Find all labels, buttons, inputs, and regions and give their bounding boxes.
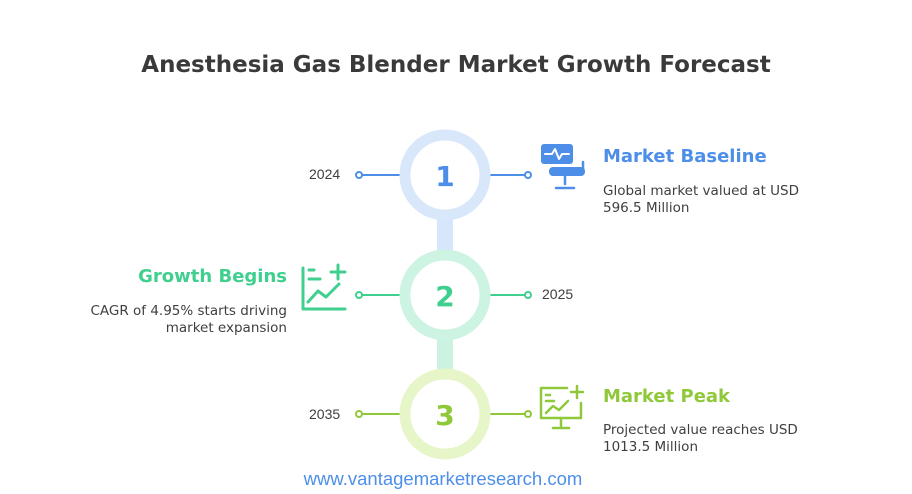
step1-desc-line1: Global market valued at USD <box>603 183 799 199</box>
step2-description: CAGR of 4.95% starts driving market expa… <box>40 303 287 337</box>
step2-right-dot <box>524 291 532 299</box>
step3-left-dot <box>355 410 363 418</box>
connector-1-2 <box>437 214 453 258</box>
step1-year: 2024 <box>309 166 341 182</box>
step2-left-dot <box>355 291 363 299</box>
step1-desc-line2: 596.5 Million <box>603 200 690 216</box>
monitor-chair-icon <box>541 144 585 190</box>
step3-ring <box>399 368 491 460</box>
step3-number: 3 <box>435 399 454 432</box>
monitor-chart-plus-icon <box>539 384 585 430</box>
step2-ring <box>399 249 491 341</box>
step1-description: Global market valued at USD 596.5 Millio… <box>603 183 799 217</box>
step1-ring <box>399 129 491 221</box>
step2-year: 2025 <box>542 286 574 302</box>
step3-description: Projected value reaches USD 1013.5 Milli… <box>603 422 798 456</box>
step2-heading: Growth Begins <box>138 266 287 287</box>
step1-left-dot <box>355 171 363 179</box>
step3-desc-line2: 1013.5 Million <box>603 439 698 455</box>
step3-year: 2035 <box>309 406 341 422</box>
step3-desc-line1: Projected value reaches USD <box>603 422 798 438</box>
footer-url[interactable]: www.vantagemarketresearch.com <box>303 468 583 489</box>
step3-heading: Market Peak <box>603 386 731 407</box>
step1-heading: Market Baseline <box>603 146 767 167</box>
step1-number: 1 <box>435 160 454 193</box>
step2-desc-line2: market expansion <box>165 320 287 336</box>
connector-2-3 <box>437 334 453 378</box>
step2-number: 2 <box>435 280 454 313</box>
chart-plus-icon <box>301 263 347 311</box>
step3-right-dot <box>524 410 532 418</box>
step2-desc-line1: CAGR of 4.95% starts driving <box>90 303 287 319</box>
page-title: Anesthesia Gas Blender Market Growth For… <box>141 52 771 78</box>
step1-right-dot <box>524 171 532 179</box>
